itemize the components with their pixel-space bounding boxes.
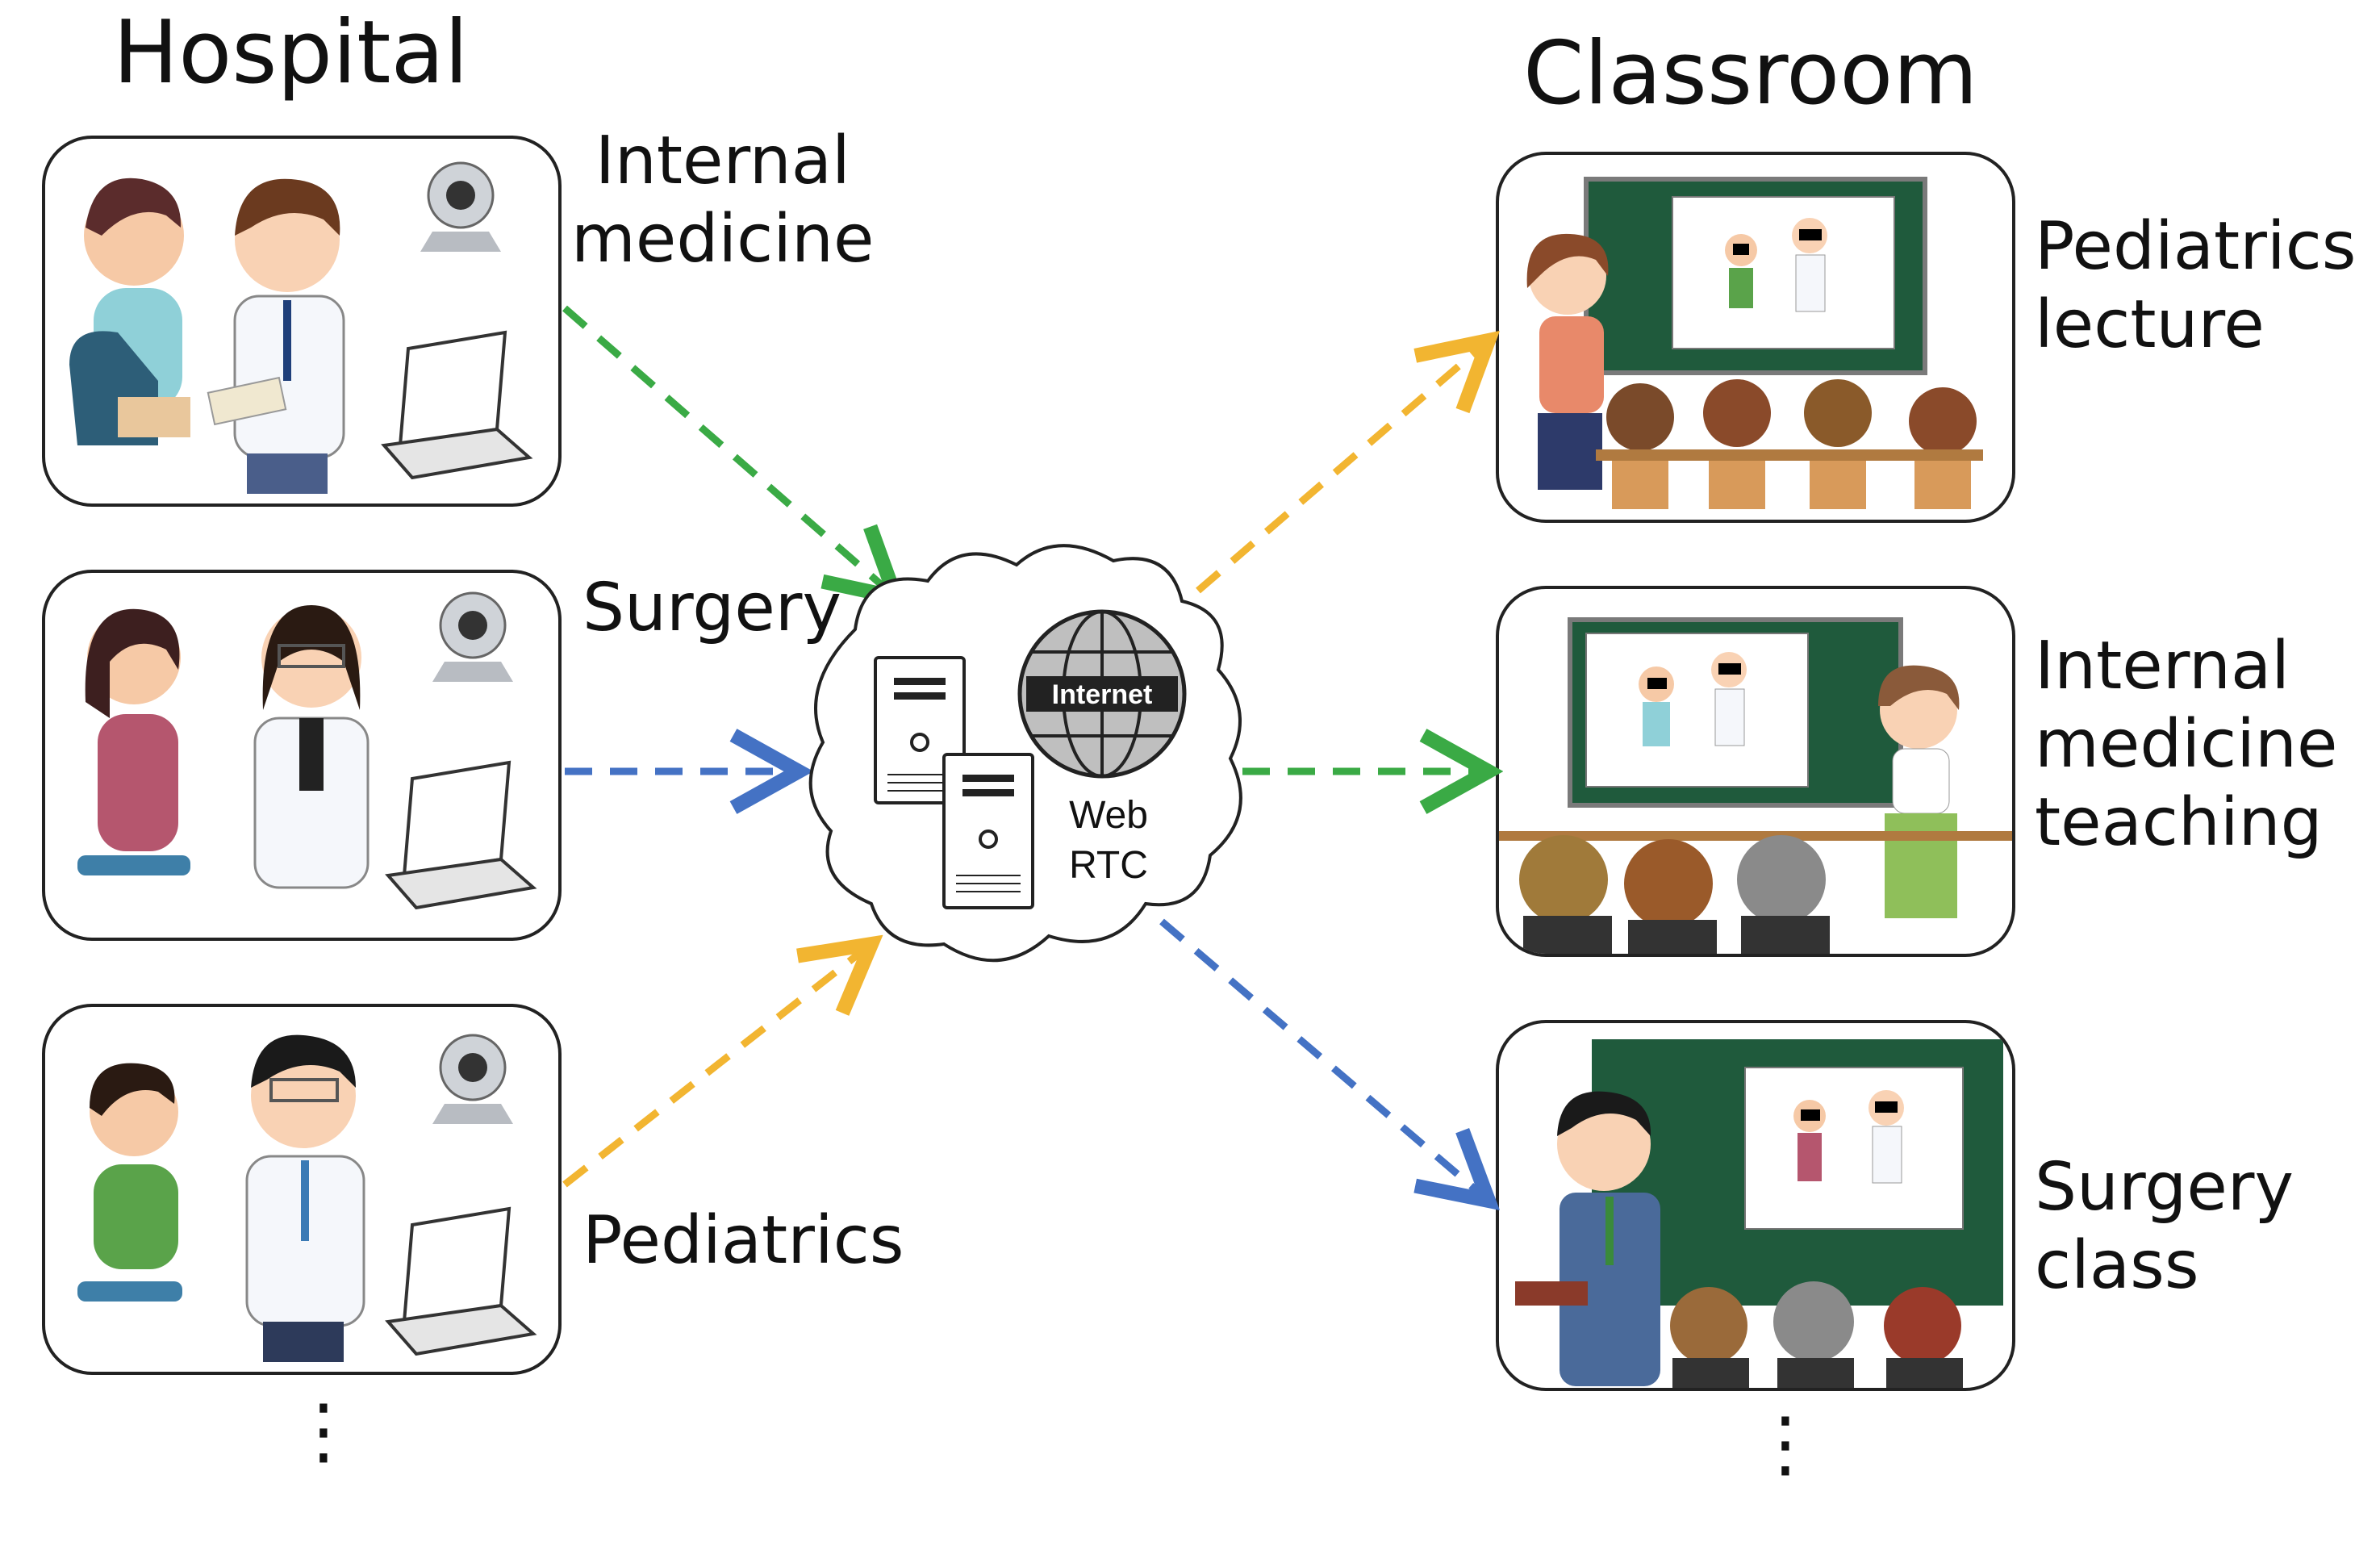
- globe-icon: [1017, 609, 1187, 779]
- webcam-icon: [432, 1034, 513, 1124]
- projected-screen: [1585, 633, 1809, 788]
- server-icon: [942, 753, 1034, 909]
- label-internal-medicine-teaching: Internal medicine teaching: [2035, 628, 2338, 861]
- doctor-figure: [253, 605, 370, 889]
- label-pediatrics: Pediatrics: [582, 1202, 904, 1279]
- label-internal-medicine: Internal medicine: [571, 123, 875, 278]
- classroom-panel-internal-medicine-teaching: [1496, 586, 2015, 957]
- projected-screen: [1672, 196, 1895, 349]
- classroom-heading: Classroom: [1523, 23, 1978, 124]
- patient-figure: [77, 608, 190, 875]
- flow-arrows: [562, 305, 1489, 1201]
- hospital-panel-pediatrics: [42, 1004, 562, 1375]
- patient-figure: [69, 178, 190, 445]
- patient-figure: [77, 1063, 182, 1302]
- arrow-pediatrics-to-cloud: [562, 944, 871, 1188]
- teacher-figure: [1526, 233, 1609, 490]
- teacher-figure: [1878, 665, 1960, 918]
- webrtc-label-web: Web: [1069, 794, 1148, 837]
- arrow-cloud-to-surgery-class: [1159, 918, 1489, 1201]
- label-pediatrics-lecture: Pediatrics lecture: [2035, 208, 2357, 363]
- laptop-icon: [385, 760, 537, 910]
- webcam-icon: [420, 161, 501, 252]
- arrow-cloud-to-pediatrics-lecture: [1196, 341, 1489, 594]
- teacher-figure: [1515, 1091, 1660, 1386]
- label-surgery: Surgery: [582, 570, 842, 646]
- webrtc-label-rtc: RTC: [1069, 844, 1148, 887]
- hospital-panel-internal-medicine: [42, 136, 562, 507]
- laptop-icon: [381, 330, 533, 480]
- classroom-panel-surgery-class: [1496, 1020, 2015, 1391]
- doctor-figure: [207, 178, 345, 494]
- internet-label: Internet: [1052, 679, 1153, 710]
- students-row: [1670, 1281, 1963, 1388]
- hospital-panel-surgery: [42, 570, 562, 941]
- arrow-internal-medicine-to-cloud: [562, 305, 896, 597]
- projected-screen: [1744, 1067, 1964, 1230]
- classroom-panel-pediatrics-lecture: [1496, 152, 2015, 523]
- students-row: [1499, 831, 2012, 954]
- students-row: [1596, 379, 1983, 509]
- laptop-icon: [385, 1206, 537, 1356]
- webcam-icon: [432, 591, 513, 682]
- hospital-heading: Hospital: [113, 2, 469, 103]
- doctor-figure: [245, 1034, 365, 1362]
- label-surgery-class: Surgery class: [2035, 1149, 2294, 1304]
- server-icon: [874, 656, 966, 804]
